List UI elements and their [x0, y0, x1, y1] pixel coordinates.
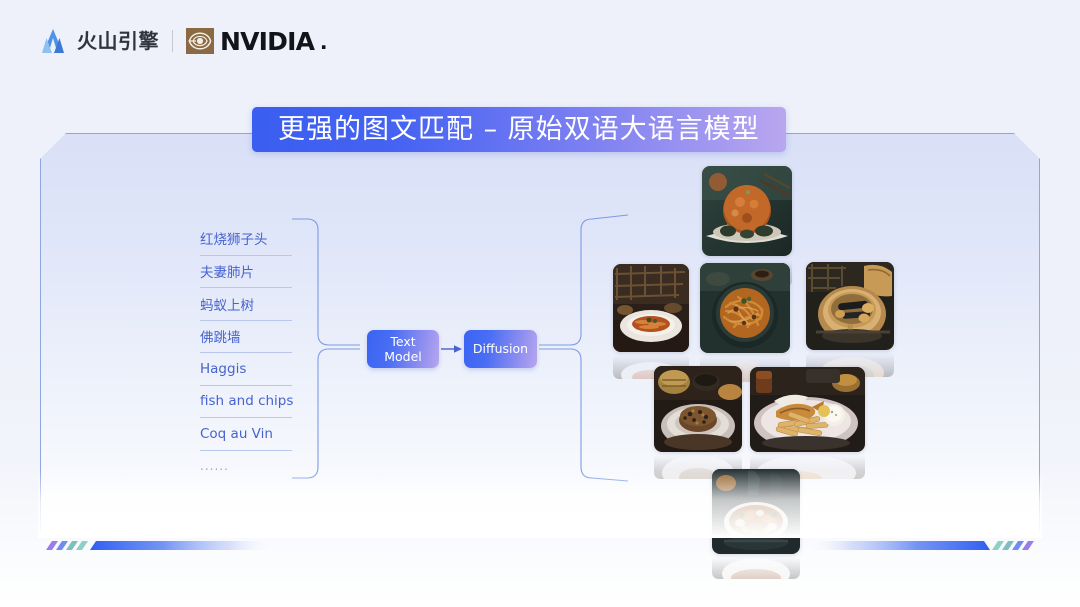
svg-text:福: 福 [847, 324, 853, 332]
list-item[interactable]: 夫妻肺片 [200, 254, 292, 288]
dish-label: 红烧狮子头 [200, 232, 268, 249]
list-item[interactable]: 红烧狮子头 [200, 222, 292, 255]
dish-label: fish and chips [200, 393, 294, 410]
list-item-ellipsis[interactable]: ...... [200, 449, 292, 483]
gallery-photo-4[interactable]: 福 [806, 262, 894, 350]
volcano-mountain-icon [38, 26, 68, 56]
dish-label: Haggis [200, 360, 247, 377]
pipeline-node-diffusion[interactable]: Diffusion [464, 330, 537, 368]
page-title: 更强的图文匹配 – 原始双语大语言模型 [278, 114, 760, 145]
gallery-photo-3[interactable] [700, 263, 790, 353]
diagonal-stripe-bar-icon-right [806, 541, 1036, 550]
nvidia-logo: NVIDIA . [186, 27, 327, 56]
list-item[interactable]: 蚂蚁上树 [200, 287, 292, 320]
gallery-photo-2[interactable] [613, 264, 689, 352]
list-item[interactable]: Haggis [200, 352, 292, 385]
list-item[interactable]: fish and chips [200, 384, 294, 418]
brand-bar: 火山引擎 NVIDIA . [38, 26, 327, 56]
dish-list: 红烧狮子头 夫妻肺片 蚂蚁上树 佛跳墙 Haggis fish and chip… [200, 222, 294, 483]
gallery-photo-7[interactable] [712, 469, 800, 554]
list-item[interactable]: 佛跳墙 [200, 319, 292, 353]
brand-divider [172, 30, 173, 52]
gallery-photo-7-reflection [712, 555, 800, 579]
volcano-engine-name: 火山引擎 [77, 29, 159, 53]
nvidia-eye-icon [186, 28, 214, 54]
dish-label: 夫妻肺片 [200, 265, 254, 282]
dish-label: 蚂蚁上树 [200, 297, 254, 314]
nvidia-wordmark-dot: . [320, 26, 328, 55]
nvidia-wordmark: NVIDIA [220, 26, 315, 56]
dish-label: ...... [200, 459, 229, 474]
gallery-photo-5[interactable] [654, 366, 742, 452]
diagonal-stripe-bar-icon-left [44, 541, 274, 550]
dish-label: Coq au Vin [200, 425, 273, 442]
pipeline-node-label: Diffusion [472, 341, 529, 357]
gallery-photo-1[interactable] [702, 166, 792, 256]
list-item[interactable]: Coq au Vin [200, 417, 292, 450]
pipeline-node-label: Text Model [384, 333, 422, 364]
gallery-photo-6[interactable] [750, 367, 865, 452]
pipeline-node-text-model[interactable]: Text Model [367, 330, 439, 368]
dish-label: 佛跳墙 [200, 330, 241, 347]
volcano-engine-logo: 火山引擎 [38, 26, 159, 56]
slide-title-banner: 更强的图文匹配 – 原始双语大语言模型 [252, 107, 786, 152]
